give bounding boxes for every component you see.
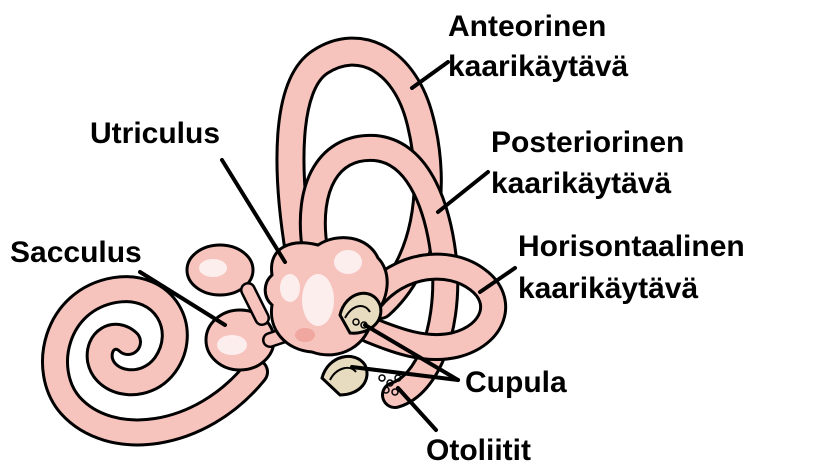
label-cupula: Cupula <box>465 366 567 399</box>
label-utriculus: Utriculus <box>90 117 220 150</box>
pointer-anterior <box>412 62 448 88</box>
label-sacculus: Sacculus <box>10 236 142 269</box>
pointer-posterior <box>438 172 488 212</box>
label-anterior-line2: kaarikäytävä <box>448 50 628 83</box>
label-anterior-line1: Anteorinen <box>448 10 606 43</box>
cupula-lower <box>322 356 367 395</box>
label-horizontal-line2: kaarikäytävä <box>518 272 698 305</box>
label-horizontal-line1: Horisontaalinen <box>518 230 745 263</box>
label-posterior-line1: Posteriorinen <box>491 126 684 159</box>
label-otoliths: Otoliitit <box>426 434 531 467</box>
label-posterior-line2: kaarikäytävä <box>491 167 671 200</box>
